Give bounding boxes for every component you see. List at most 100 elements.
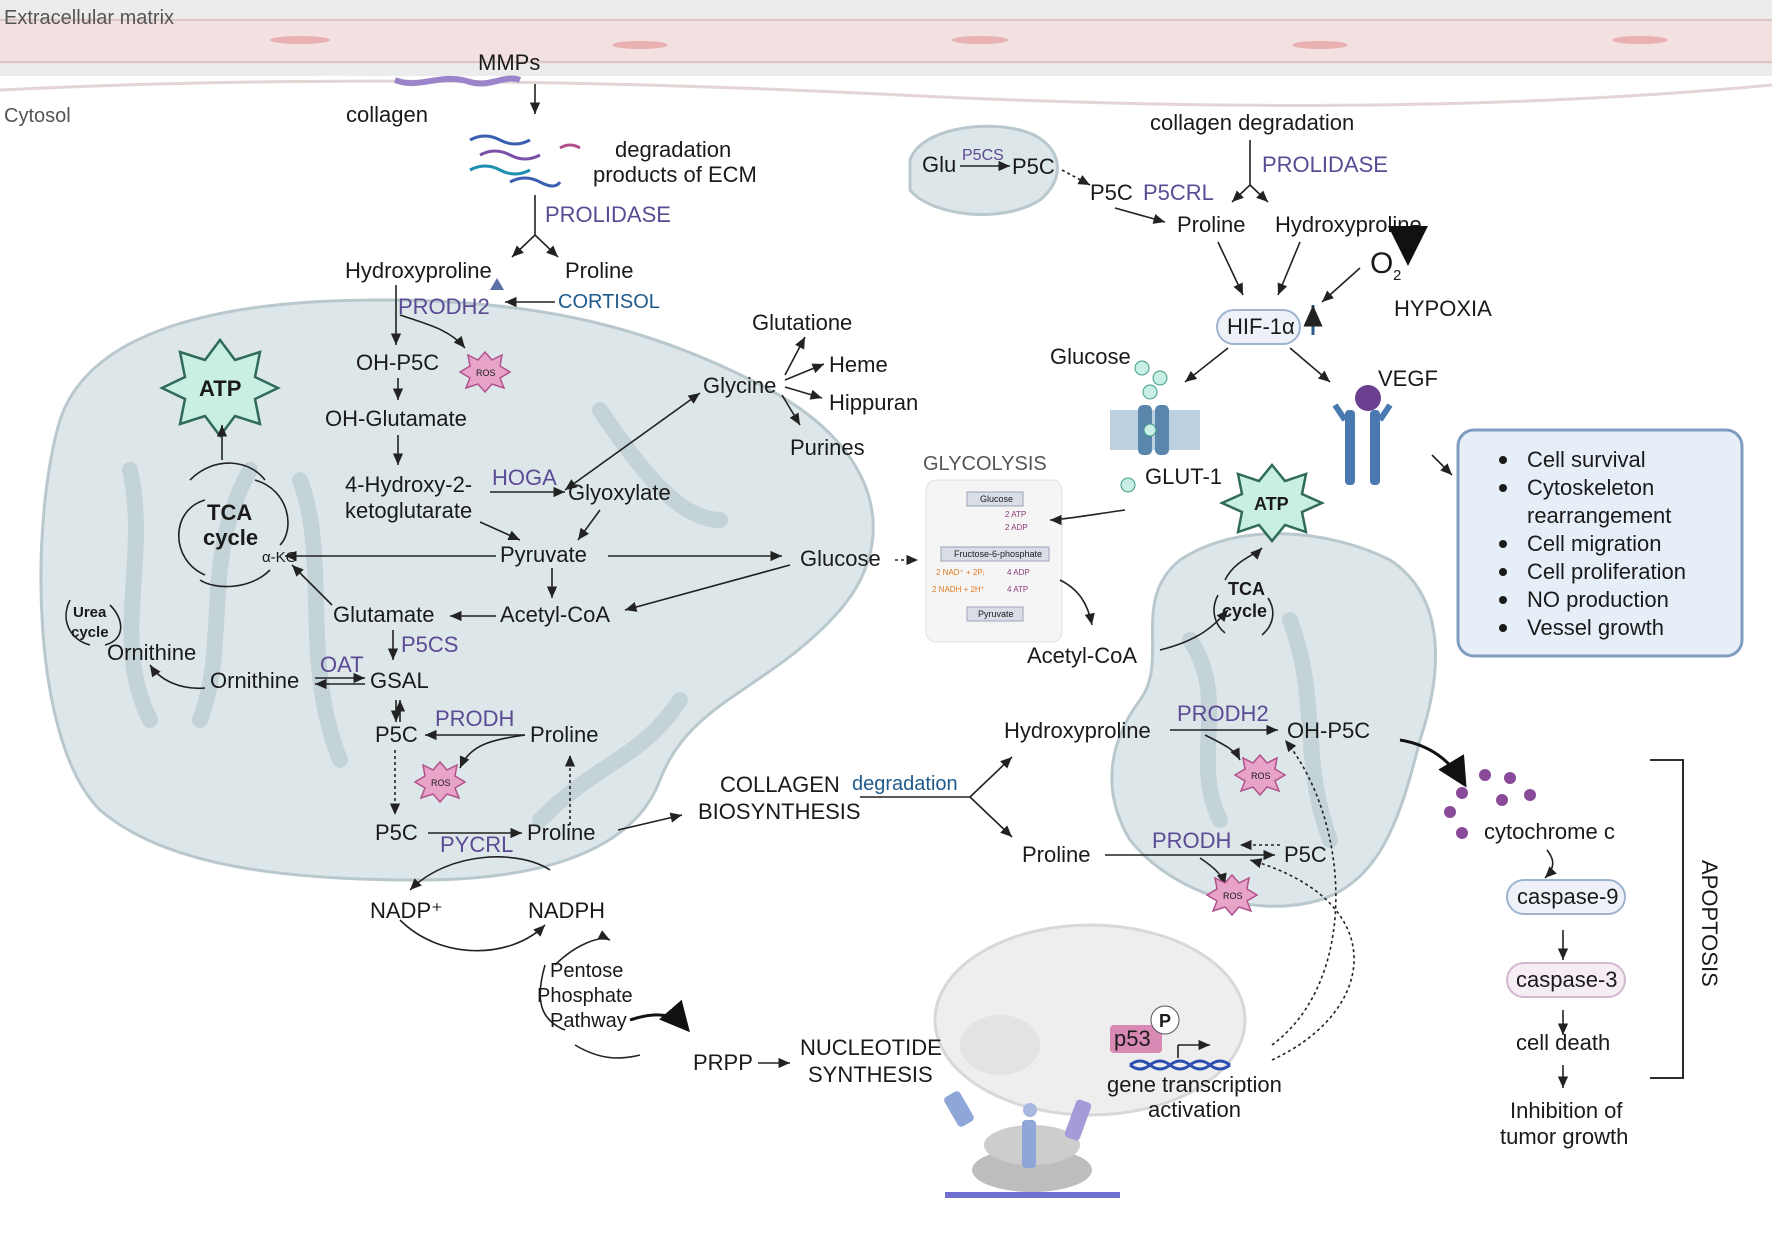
collagen-degradation-right: collagen degradation bbox=[1150, 110, 1354, 135]
glycolysis-title: GLYCOLYSIS bbox=[923, 453, 1047, 475]
prodh2-enzyme-left: PRODH2 bbox=[398, 294, 490, 319]
proline-top: Proline bbox=[565, 258, 633, 283]
apoptosis-bracket bbox=[1650, 759, 1684, 1079]
glycolysis-nad: 2 NAD⁺ + 2Pᵢ bbox=[936, 568, 984, 577]
glycolysis-2adp: 2 ADP bbox=[1005, 523, 1028, 532]
pyruvate-left: Pyruvate bbox=[500, 542, 587, 567]
p5c-mito-left: P5C bbox=[375, 722, 418, 747]
ppp-line3: Pathway bbox=[550, 1010, 627, 1032]
p5c-cytosol-left: P5C bbox=[375, 820, 418, 845]
tca-label-left-2: cycle bbox=[203, 525, 258, 550]
caspase-9: caspase-9 bbox=[1517, 884, 1619, 909]
degradation-products-line2: products of ECM bbox=[593, 162, 757, 187]
ornithine-urea: Ornithine bbox=[107, 640, 196, 665]
ros-label-right-1: ROS bbox=[1251, 771, 1271, 781]
glut1-transporter-icon bbox=[1110, 360, 1200, 493]
cortisol-regulator: CORTISOL bbox=[558, 291, 660, 313]
atp-label-left: ATP bbox=[199, 376, 241, 401]
oh-p5c-left: OH-P5C bbox=[356, 350, 439, 375]
outcome-item: Cell proliferation bbox=[1527, 559, 1686, 584]
atp-label-right: ATP bbox=[1254, 494, 1289, 514]
alpha-kg: α-KG bbox=[262, 549, 297, 566]
ros-label-left-2: ROS bbox=[431, 778, 451, 788]
inhibition-2: tumor growth bbox=[1500, 1124, 1628, 1149]
ecm-fragments-icon bbox=[469, 134, 581, 188]
ros-label-left-1: ROS bbox=[476, 368, 496, 378]
glycolysis-2atp: 2 ATP bbox=[1005, 510, 1026, 519]
heme: Heme bbox=[829, 352, 888, 377]
glutathione: Glutatione bbox=[752, 310, 852, 335]
mmps-label: MMPs bbox=[478, 50, 540, 75]
outcomes-box bbox=[1456, 428, 1744, 658]
p5cs-enzyme-left: P5CS bbox=[401, 632, 458, 657]
hydroxyproline-right: Hydroxyproline bbox=[1004, 718, 1151, 743]
prodh2-enzyme-right: PRODH2 bbox=[1177, 701, 1269, 726]
p5c-right: P5C bbox=[1284, 842, 1327, 867]
urea-cycle-label-1: Urea bbox=[73, 604, 107, 621]
proline-cytosol-left: Proline bbox=[527, 820, 595, 845]
o2-label: O bbox=[1370, 247, 1393, 280]
p53-transcription-icon bbox=[1110, 1005, 1231, 1071]
gene-transcription-1: gene transcription bbox=[1107, 1072, 1282, 1097]
atp-burst-right bbox=[1218, 463, 1326, 543]
ecm-label: Extracellular matrix bbox=[4, 7, 174, 29]
nadp-plus: NADP⁺ bbox=[370, 898, 443, 923]
collagen-biosynthesis-1: COLLAGEN bbox=[720, 772, 840, 797]
prolidase-enzyme: PROLIDASE bbox=[545, 202, 671, 227]
p53-label: p53 bbox=[1114, 1026, 1151, 1051]
vegf-label: VEGF bbox=[1378, 366, 1438, 391]
ros-label-right-2: ROS bbox=[1223, 891, 1243, 901]
hydroxyproline-right-top: Hydroxyproline bbox=[1275, 212, 1422, 237]
ppp-line2: Phosphate bbox=[537, 985, 633, 1007]
hippuran: Hippuran bbox=[829, 390, 918, 415]
urea-cycle-label-2: cycle bbox=[71, 624, 109, 641]
proline-right: Proline bbox=[1022, 842, 1090, 867]
ros-burst-left-2 bbox=[413, 760, 467, 804]
extracellular-matrix-band bbox=[0, 0, 1772, 107]
collagen-biosynthesis-2: BIOSYNTHESIS bbox=[698, 799, 861, 824]
collagen-fiber-icon bbox=[393, 75, 522, 87]
glycine: Glycine bbox=[703, 373, 776, 398]
gsal: GSAL bbox=[370, 668, 429, 693]
ros-burst-right-2 bbox=[1205, 873, 1259, 917]
ppp-line1: Pentose bbox=[550, 960, 623, 982]
glycolysis-4atp: 4 ATP bbox=[1007, 585, 1028, 594]
p5cs-enzyme-right: P5CS bbox=[962, 147, 1004, 164]
oh-glutamate: OH-Glutamate bbox=[325, 406, 467, 431]
pycrl-enzyme: PYCRL bbox=[440, 832, 513, 857]
hoga-enzyme: HOGA bbox=[492, 465, 557, 490]
cytochrome-c: cytochrome c bbox=[1484, 819, 1615, 844]
outcomes-list: Cell survival Cytoskeleton rearrangement… bbox=[1499, 447, 1686, 640]
outcome-item: rearrangement bbox=[1527, 503, 1671, 528]
hydroxy-ketoglutarate-line1: 4-Hydroxy-2- bbox=[345, 472, 472, 497]
glycolysis-f6p: Fructose-6-phosphate bbox=[954, 549, 1042, 559]
glycolysis-4adp: 4 ADP bbox=[1007, 568, 1030, 577]
p5c-cytosol-right: P5C bbox=[1090, 180, 1133, 205]
glucose-right: Glucose bbox=[1050, 344, 1131, 369]
hif-pill bbox=[1216, 309, 1301, 345]
purines: Purines bbox=[790, 435, 865, 460]
hif-1a: HIF-1α bbox=[1227, 314, 1295, 339]
ornithine-left: Ornithine bbox=[210, 668, 299, 693]
outcome-item: Cytoskeleton bbox=[1527, 475, 1654, 500]
proline-mito-left: Proline bbox=[530, 722, 598, 747]
inhibition-1: Inhibition of bbox=[1510, 1098, 1623, 1123]
mitochondrion-small bbox=[908, 124, 1059, 216]
gene-transcription-2: activation bbox=[1148, 1097, 1241, 1122]
caspase3-pill bbox=[1506, 962, 1626, 998]
mitochondrion-right bbox=[1110, 532, 1437, 908]
degradation-label: degradation bbox=[852, 773, 958, 795]
apoptosis-label: APOPTOSIS bbox=[1697, 860, 1722, 987]
p5c-mito-small: P5C bbox=[1012, 154, 1055, 179]
outcome-item: Cell survival bbox=[1527, 447, 1646, 472]
glutamate-left: Glutamate bbox=[333, 602, 435, 627]
proline-right-top: Proline bbox=[1177, 212, 1245, 237]
outcome-item: NO production bbox=[1527, 587, 1669, 612]
prodh-enzyme-left: PRODH bbox=[435, 706, 514, 731]
acetyl-coa-right: Acetyl-CoA bbox=[1027, 643, 1137, 668]
cell-death: cell death bbox=[1516, 1030, 1610, 1055]
cytochrome-c-dots-icon bbox=[1444, 769, 1536, 839]
acetyl-coa-left: Acetyl-CoA bbox=[500, 602, 610, 627]
nucleotide-synthesis-1: NUCLEOTIDE bbox=[800, 1035, 942, 1060]
